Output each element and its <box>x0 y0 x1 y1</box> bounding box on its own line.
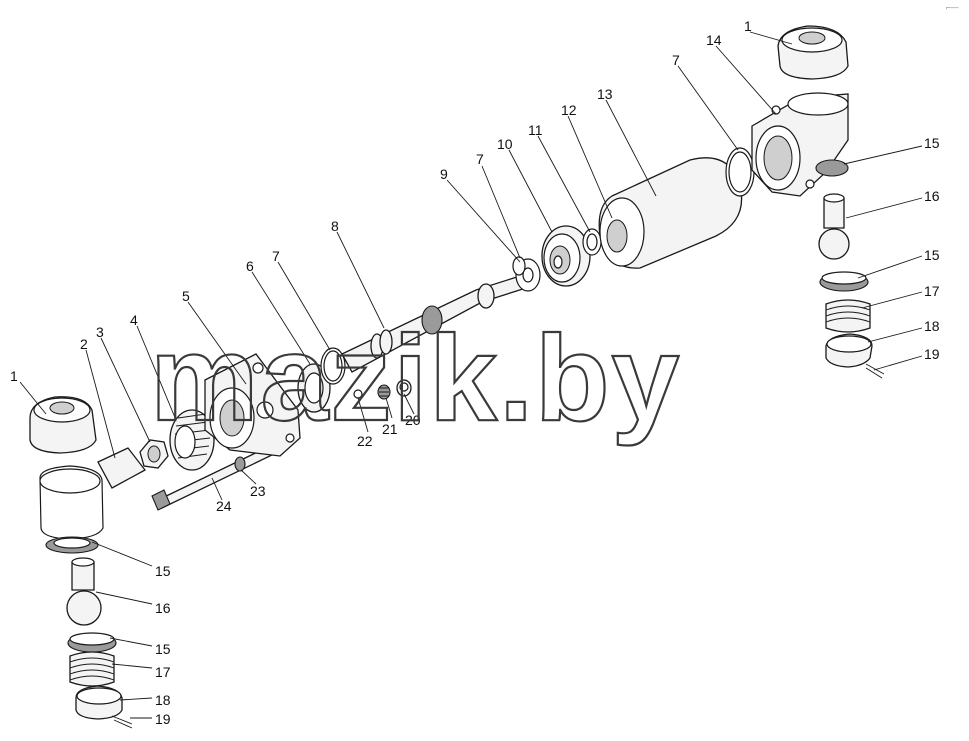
callout-17-right: 17 <box>924 283 940 299</box>
callout-15-left-lower: 15 <box>155 641 171 657</box>
part-15a-liner-left-upper <box>45 536 99 554</box>
callout-16-right: 16 <box>924 188 940 204</box>
part-16b-ball-pin-right <box>818 193 850 260</box>
callout-24: 24 <box>216 498 232 514</box>
callout-13: 13 <box>597 86 613 102</box>
part-1b-ball-boot-right <box>777 25 849 80</box>
callout-16-left: 16 <box>155 600 171 616</box>
part-18b-plug-right <box>825 333 873 368</box>
part-4-threaded-bushing <box>169 409 215 471</box>
callout-19-right: 19 <box>924 346 940 362</box>
callout-17-left: 17 <box>155 664 171 680</box>
callout-15-left-upper: 15 <box>155 563 171 579</box>
callout-23: 23 <box>250 483 266 499</box>
callout-7-a: 7 <box>272 248 280 264</box>
part-23-spring-washer <box>234 456 246 472</box>
part-11-piston-ring <box>582 228 602 256</box>
part-18a-plug-left <box>75 685 123 720</box>
part-1-ball-boot-left <box>29 396 97 454</box>
callout-labels: 1 1 2 3 4 5 6 7 7 7 8 9 10 11 12 13 14 1… <box>10 18 940 727</box>
callout-18-right: 18 <box>924 318 940 334</box>
callout-14: 14 <box>706 32 722 48</box>
part-15c-liner-right-upper <box>815 159 849 177</box>
part-7c-o-ring-c <box>725 147 755 197</box>
part-21-grease-fitting <box>377 384 391 400</box>
part-17a-spring-left <box>69 651 115 687</box>
callout-7-c: 7 <box>672 52 680 68</box>
part-19a-cotter-pin-left <box>111 715 133 729</box>
callout-7-b: 7 <box>476 151 484 167</box>
callout-4: 4 <box>130 312 138 328</box>
callout-2: 2 <box>80 336 88 352</box>
part-19b-cotter-pin-right <box>865 363 885 379</box>
corner-mark: ⌐— <box>946 3 959 12</box>
callout-3: 3 <box>96 324 104 340</box>
part-24-tie-bolt <box>151 445 275 511</box>
part-2-tie-rod-end-left <box>39 447 146 540</box>
leader-lines <box>19 31 923 719</box>
part-13-cylinder-tube <box>598 157 743 269</box>
callout-8: 8 <box>331 218 339 234</box>
part-3-nut <box>139 439 169 469</box>
part-15b-liner-left-lower <box>67 632 117 653</box>
callout-1-right: 1 <box>744 18 752 34</box>
callout-12: 12 <box>561 102 577 118</box>
callout-19-left: 19 <box>155 711 171 727</box>
callout-21: 21 <box>382 421 398 437</box>
callout-5: 5 <box>182 288 190 304</box>
callout-22: 22 <box>357 433 373 449</box>
watermark-text: mazik.by <box>150 310 681 446</box>
part-17b-spring-right <box>825 299 871 333</box>
part-7b-o-ring-b <box>512 256 526 276</box>
part-6-seal-ring <box>297 363 331 413</box>
callout-11: 11 <box>528 122 543 138</box>
part-16a-ball-pin-left <box>66 557 102 626</box>
callout-18-left: 18 <box>155 692 171 708</box>
callout-9: 9 <box>440 166 448 182</box>
callout-15-right-lower: 15 <box>924 247 940 263</box>
part-7a-o-ring-a <box>320 347 346 385</box>
callout-6: 6 <box>246 258 254 274</box>
part-20-breather-plug <box>396 379 412 397</box>
callout-1-left: 1 <box>10 368 18 384</box>
part-14-rear-cover <box>751 92 849 197</box>
part-15d-liner-right-lower <box>819 271 869 292</box>
part-10-piston <box>541 225 591 287</box>
callout-10: 10 <box>497 136 513 152</box>
callout-15-right-upper: 15 <box>924 135 940 151</box>
part-5-cylinder-head <box>204 353 301 457</box>
callout-20: 20 <box>405 412 421 428</box>
